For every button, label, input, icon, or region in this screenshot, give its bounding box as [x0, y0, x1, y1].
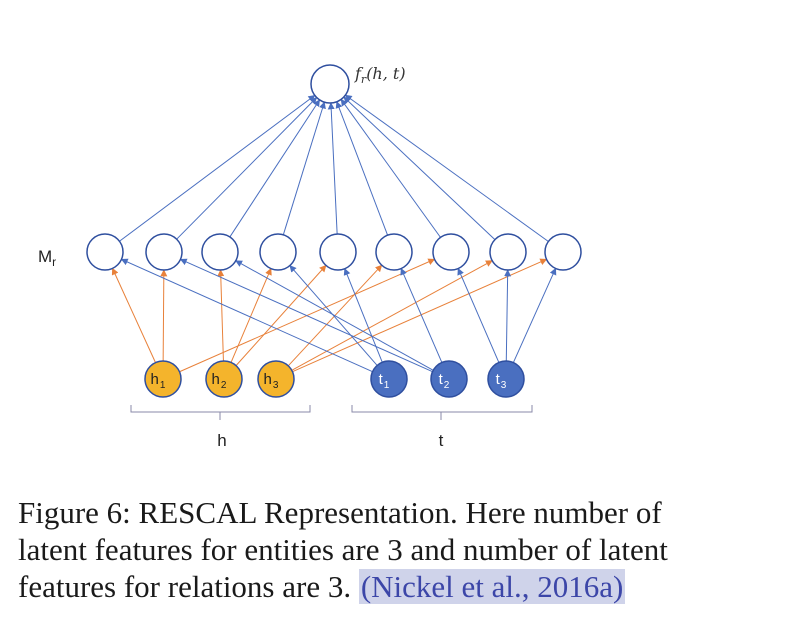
edge-h1-to-hidden-1 — [111, 267, 156, 363]
h-group-label: h — [217, 431, 226, 450]
edge-hidden-6-to-output — [335, 101, 389, 236]
edge-hidden-8-to-output — [343, 96, 496, 241]
mr-label-subscript: r — [52, 255, 56, 269]
edge-h2-to-hidden-3 — [217, 269, 225, 362]
figure-caption: Figure 6: RESCAL Representation. Here nu… — [18, 494, 738, 605]
output-function-subscript: r — [361, 73, 367, 86]
h-node-1-label: h1 — [151, 371, 166, 391]
output-function-args: (h, t) — [366, 64, 405, 83]
edge-h1-to-hidden-2 — [160, 269, 168, 362]
mr-label: Mr — [38, 247, 56, 269]
h-group-brace — [130, 405, 311, 420]
h-node-3 — [257, 360, 295, 398]
edge-h3-to-hidden-9 — [292, 258, 548, 373]
edge-t1-to-hidden-4 — [289, 265, 378, 366]
edges — [111, 94, 557, 373]
edge-h2-to-hidden-4 — [230, 267, 272, 363]
mr-node-8 — [489, 233, 527, 271]
mr-node-7 — [432, 233, 470, 271]
edge-hidden-7-to-output — [340, 98, 441, 238]
edge-hidden-1-to-output — [119, 94, 316, 242]
output-function-label: fr(h, t) — [354, 64, 406, 86]
edge-hidden-9-to-output — [344, 94, 549, 242]
mr-node-5 — [319, 233, 357, 271]
edge-hidden-5-to-output — [327, 102, 338, 235]
edge-t2-to-hidden-2 — [179, 258, 433, 373]
t-node-3-label: t3 — [496, 371, 507, 391]
h-node-3-label: h3 — [264, 371, 279, 391]
edge-h3-to-hidden-8 — [291, 260, 493, 371]
caption-text: Figure 6: RESCAL Representation. Here nu… — [18, 495, 668, 604]
edge-t3-to-hidden-8 — [504, 269, 512, 362]
t-node-2-label: t2 — [439, 371, 450, 391]
edge-t3-to-hidden-9 — [512, 267, 557, 363]
mr-node-9 — [544, 233, 582, 271]
edge-hidden-2-to-output — [176, 97, 318, 240]
mr-node-3 — [201, 233, 239, 271]
edge-t1-to-hidden-5 — [343, 268, 383, 363]
rescal-diagram: h1 h2 h3 t1 t2 t3 fr(h, t) Mr h t — [38, 64, 582, 450]
edge-t3-to-hidden-7 — [457, 267, 500, 363]
edge-t2-to-hidden-3 — [235, 260, 434, 371]
mr-node-1 — [86, 233, 124, 271]
h-node-2 — [205, 360, 243, 398]
t-node-1 — [370, 360, 408, 398]
t-node-1-label: t1 — [379, 371, 390, 391]
t-group-label: t — [439, 431, 444, 450]
t-node-3 — [487, 360, 525, 398]
mr-node-4 — [259, 233, 297, 271]
t-node-2 — [430, 360, 468, 398]
edge-t1-to-hidden-1 — [120, 258, 373, 373]
edge-h2-to-hidden-5 — [235, 264, 327, 366]
nodes: h1 h2 h3 t1 t2 t3 — [86, 64, 582, 398]
edge-hidden-4-to-output — [282, 101, 326, 235]
edge-t2-to-hidden-6 — [400, 267, 443, 363]
h-node-2-label: h2 — [212, 371, 227, 391]
edge-hidden-3-to-output — [229, 99, 321, 238]
output-node — [310, 64, 350, 104]
citation-link[interactable]: (Nickel et al., 2016a) — [358, 569, 626, 604]
h-node-1 — [144, 360, 182, 398]
labels: fr(h, t) Mr h t — [38, 64, 533, 450]
mr-node-2 — [145, 233, 183, 271]
mr-node-6 — [375, 233, 413, 271]
t-group-brace — [351, 405, 533, 420]
